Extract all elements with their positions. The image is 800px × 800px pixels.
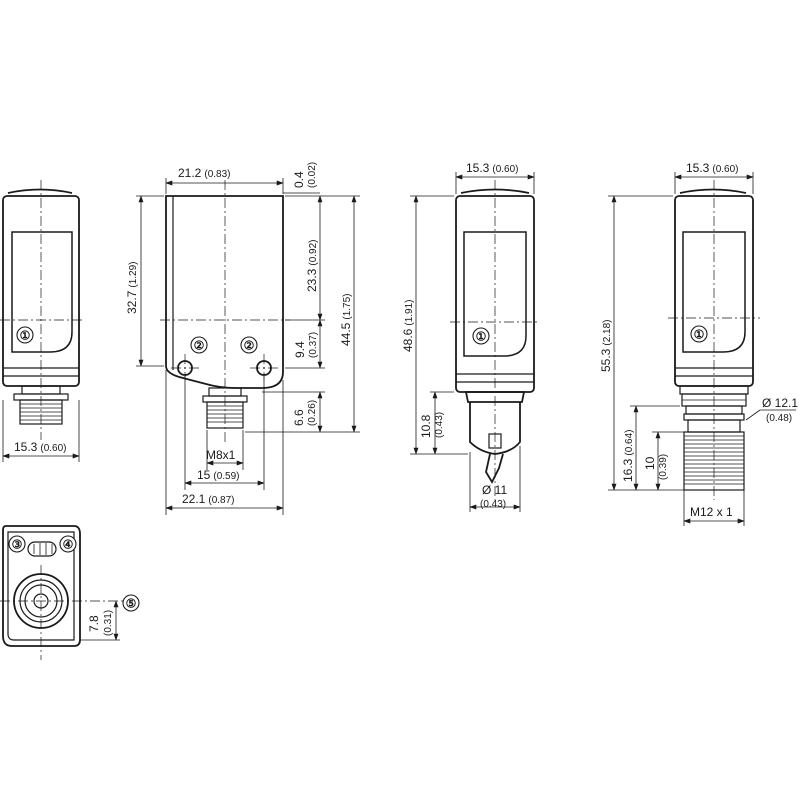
bottom-view: ③ ④ 7.8(0.31) ⑤ bbox=[0, 525, 140, 660]
cable-dia-label: Ø 11 bbox=[482, 483, 507, 497]
cable-dia-inch: (0.43) bbox=[480, 499, 506, 510]
side-view-cable: ① 15.3(0.60) 48.6(1.91) 10.8(0.43) Ø 11 … bbox=[401, 161, 540, 512]
bottom-offset-label: 7.8(0.31) bbox=[87, 610, 114, 636]
svg-text:②: ② bbox=[244, 339, 255, 353]
front-view-m8: ② ② 21.2(0.83) 0.4(0.02) 32.7(1.29) 2 bbox=[125, 162, 360, 515]
side-view-m12: ① 15.3(0.60) bbox=[599, 161, 798, 526]
front-width-top-label: 21.2(0.83) bbox=[178, 166, 230, 180]
thread-m12-label: M12 x 1 bbox=[690, 505, 733, 519]
svg-text:①: ① bbox=[694, 328, 705, 342]
m12-dia-inch: (0.48) bbox=[766, 413, 792, 424]
m12-thread-len-label: 10(0.39) bbox=[643, 454, 669, 480]
front-15-label: 15(0.59) bbox=[197, 468, 239, 482]
svg-text:①: ① bbox=[20, 329, 31, 343]
thread-m8-label: M8x1 bbox=[206, 448, 236, 462]
cable-width-label: 15.3(0.60) bbox=[466, 161, 518, 175]
callout-1-m12: ① bbox=[690, 325, 708, 343]
m12-height-label: 55.3(2.18) bbox=[599, 320, 613, 372]
m12-dia-label: Ø 12.1 bbox=[762, 396, 798, 410]
front-height-left-label: 32.7(1.29) bbox=[125, 262, 139, 314]
svg-text:④: ④ bbox=[63, 538, 74, 552]
callout-1-cable: ① bbox=[472, 327, 490, 345]
m12-width-label: 15.3(0.60) bbox=[686, 161, 738, 175]
svg-text:②: ② bbox=[194, 339, 205, 353]
svg-text:③: ③ bbox=[12, 538, 23, 552]
front-total-label: 44.5(1.75) bbox=[339, 294, 353, 346]
front-connector-label: 6.6(0.26) bbox=[292, 400, 318, 426]
svg-text:①: ① bbox=[476, 330, 487, 344]
callout-4: ④ bbox=[59, 535, 77, 553]
callout-2-right: ② bbox=[240, 336, 258, 354]
cable-lower-label: 10.8(0.43) bbox=[419, 412, 445, 438]
callout-2-left: ② bbox=[190, 336, 208, 354]
callout-3: ③ bbox=[8, 535, 26, 553]
m12-thread bbox=[684, 435, 744, 485]
front-upper-label: 23.3(0.92) bbox=[305, 240, 319, 292]
front-lower-label: 9.4(0.37) bbox=[293, 332, 319, 358]
svg-text:⑤: ⑤ bbox=[126, 597, 137, 611]
side-width-label: 15.3(0.60) bbox=[14, 440, 66, 454]
cable-height-label: 48.6(1.91) bbox=[401, 300, 415, 352]
m12-conn-label: 16.3(0.64) bbox=[621, 430, 635, 482]
callout-1-side: ① bbox=[16, 326, 34, 344]
front-gap-label: 0.4(0.02) bbox=[292, 162, 318, 188]
front-width-bottom-label: 22.1(0.87) bbox=[182, 492, 234, 506]
callout-5: ⑤ bbox=[122, 594, 140, 612]
side-view-m8: ① 15.3(0.60) bbox=[0, 180, 85, 462]
